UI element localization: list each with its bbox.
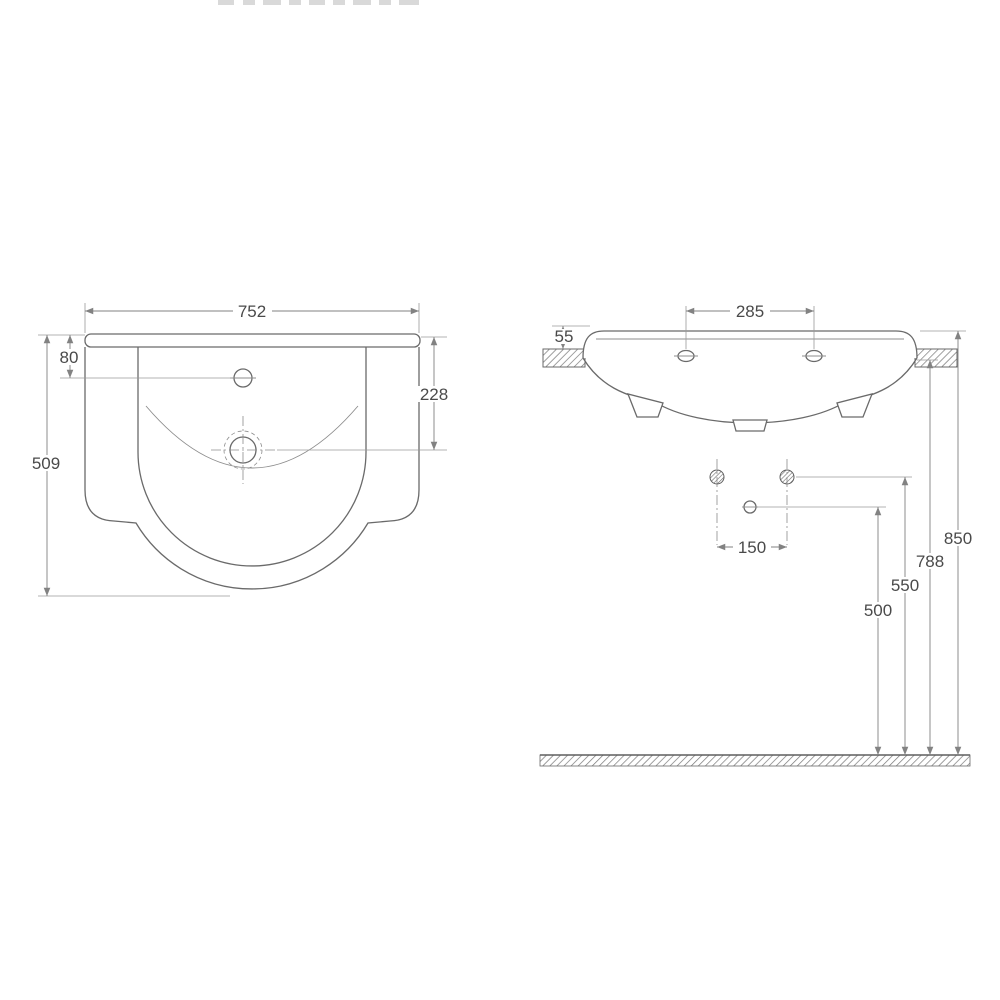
outlet-circle-icon bbox=[742, 500, 758, 514]
dim-elev-rim-thickness: 55 bbox=[551, 326, 577, 349]
wall-hatch-left bbox=[542, 348, 586, 368]
elevation-rim-top bbox=[582, 330, 918, 359]
plan-inner-basin bbox=[137, 347, 367, 567]
dim-label-500: 500 bbox=[864, 601, 892, 620]
drain-hole-icon bbox=[211, 416, 277, 484]
dim-label-752: 752 bbox=[238, 302, 266, 321]
wall-hatch-right bbox=[914, 348, 958, 368]
deck-taphole-right-icon bbox=[802, 349, 826, 363]
bracket-tab-left bbox=[626, 393, 664, 418]
tap-hole-icon bbox=[230, 368, 256, 388]
dim-label-55: 55 bbox=[555, 327, 574, 346]
plan-view: 752 80 509 228 bbox=[27, 302, 455, 597]
plan-bowl-edge-arc bbox=[145, 405, 359, 469]
dim-label-150: 150 bbox=[738, 538, 766, 557]
bracket-tab-right bbox=[836, 393, 874, 418]
dim-elev-height-outlet: 500 bbox=[858, 507, 898, 755]
dim-elev-height-rim: 850 bbox=[938, 331, 978, 755]
plan-outer-body bbox=[84, 347, 420, 590]
dim-label-228: 228 bbox=[420, 385, 448, 404]
dim-label-788: 788 bbox=[916, 552, 944, 571]
dim-plan-overall-depth: 509 bbox=[27, 335, 67, 596]
dim-plan-rim-to-drain: 228 bbox=[415, 337, 455, 450]
dim-elev-fixing-spacing: 150 bbox=[717, 538, 787, 557]
cropped-watermark-remnant bbox=[218, 0, 419, 5]
dim-label-509: 509 bbox=[32, 454, 60, 473]
elevation-view: 285 55 150 850 788 5 bbox=[539, 302, 978, 767]
deck-taphole-left-icon bbox=[674, 349, 698, 363]
floor-hatch bbox=[539, 754, 971, 767]
dim-plan-overall-width: 752 bbox=[85, 302, 419, 321]
dim-elev-height-underside: 788 bbox=[910, 360, 950, 755]
dim-elev-taphole-spacing: 285 bbox=[686, 302, 814, 321]
dim-label-850: 850 bbox=[944, 529, 972, 548]
elevation-underside bbox=[582, 357, 918, 424]
drain-outlet-stub bbox=[732, 419, 768, 432]
plan-rim-band bbox=[84, 333, 421, 348]
dim-label-285: 285 bbox=[736, 302, 764, 321]
dim-label-80: 80 bbox=[60, 348, 79, 367]
dim-plan-rim-to-taphole: 80 bbox=[55, 335, 83, 378]
dim-label-550: 550 bbox=[891, 576, 919, 595]
dim-elev-height-fixings: 550 bbox=[885, 477, 925, 755]
